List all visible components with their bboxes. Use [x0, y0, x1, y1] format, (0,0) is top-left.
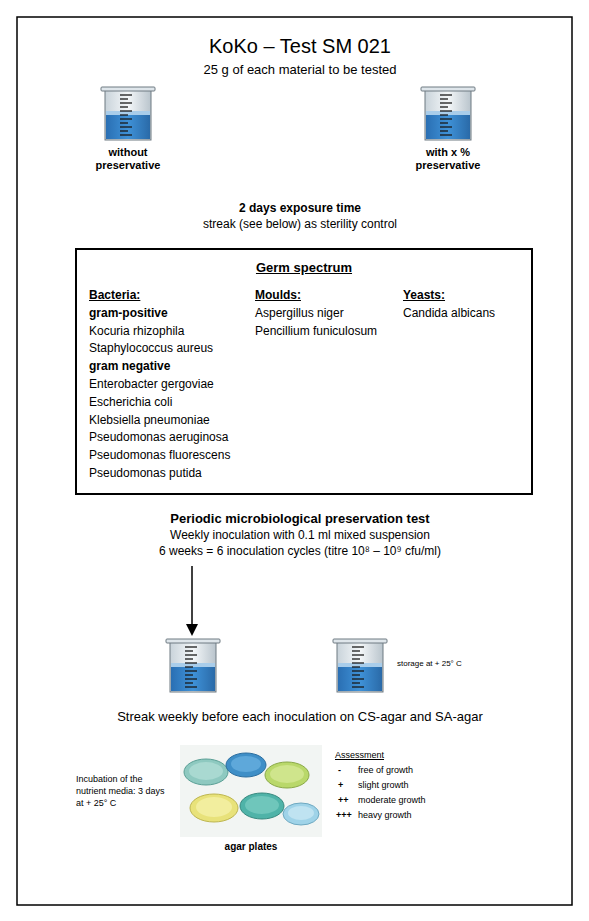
- list-item: Moulds:: [255, 288, 301, 303]
- text-label: streak (see below) as sterility control: [110, 217, 490, 232]
- agar-plates-picture: [180, 745, 322, 837]
- text-label: 2 days exposure time: [140, 201, 460, 216]
- text-label: ++: [338, 795, 349, 806]
- text-label: heavy growth: [358, 810, 412, 821]
- beaker: [166, 639, 220, 692]
- text-label: with x % preservative: [403, 146, 493, 172]
- down-arrow: [186, 566, 198, 636]
- list-item: Pseudomonas aeruginosa: [89, 430, 228, 445]
- text-label: agar plates: [196, 841, 306, 853]
- text-label: Weekly inoculation with 0.1 ml mixed sus…: [70, 528, 530, 543]
- text-label: moderate growth: [358, 795, 426, 806]
- text-label: 6 weeks = 6 inoculation cycles (titre 10…: [60, 544, 540, 559]
- list-item: Bacteria:: [89, 288, 140, 303]
- germ-spectrum-box: Germ spectrumBacteria: gram-positiveKocur…: [75, 248, 533, 495]
- list-item: Escherichia coli: [89, 395, 172, 410]
- text-label: slight growth: [358, 780, 409, 791]
- list-item: Candida albicans: [403, 306, 495, 321]
- text-label: -: [338, 765, 341, 776]
- list-item: gram-positive: [89, 306, 168, 321]
- text-label: Periodic microbiological preservation te…: [80, 511, 520, 527]
- list-item: Kocuria rhizophila: [89, 324, 184, 339]
- text-label: +++: [336, 810, 352, 821]
- list-item: Aspergillus niger: [255, 306, 344, 321]
- text-label: storage at + 25° C: [397, 659, 517, 669]
- box-heading: Germ spectrum: [154, 260, 454, 276]
- text-label: 25 g of each material to be tested: [90, 62, 510, 78]
- list-item: Yeasts:: [403, 288, 445, 303]
- list-item: Enterobacter gergoviae: [89, 377, 214, 392]
- text-label: Incubation of the nutrient media: 3 days…: [76, 773, 172, 809]
- list-item: Pencillium funiculosum: [255, 324, 377, 339]
- beaker: [333, 639, 387, 692]
- list-item: Pseudomonas fluorescens: [89, 448, 230, 463]
- text-label: Assessment: [335, 750, 384, 761]
- text-label: +: [338, 780, 343, 791]
- outer-frame: [17, 17, 572, 905]
- title: KoKo – Test SM 021: [80, 34, 520, 58]
- list-item: Staphylococcus aureus: [89, 341, 213, 356]
- list-item: gram negative: [89, 359, 170, 374]
- text-label: Streak weekly before each inoculation on…: [35, 709, 565, 725]
- list-item: Klebsiella pneumoniae: [89, 413, 210, 428]
- beaker: [421, 87, 475, 140]
- beaker: [101, 87, 155, 140]
- text-label: without preservative: [83, 146, 173, 172]
- text-label: free of growth: [358, 765, 413, 776]
- list-item: Pseudomonas putida: [89, 466, 202, 481]
